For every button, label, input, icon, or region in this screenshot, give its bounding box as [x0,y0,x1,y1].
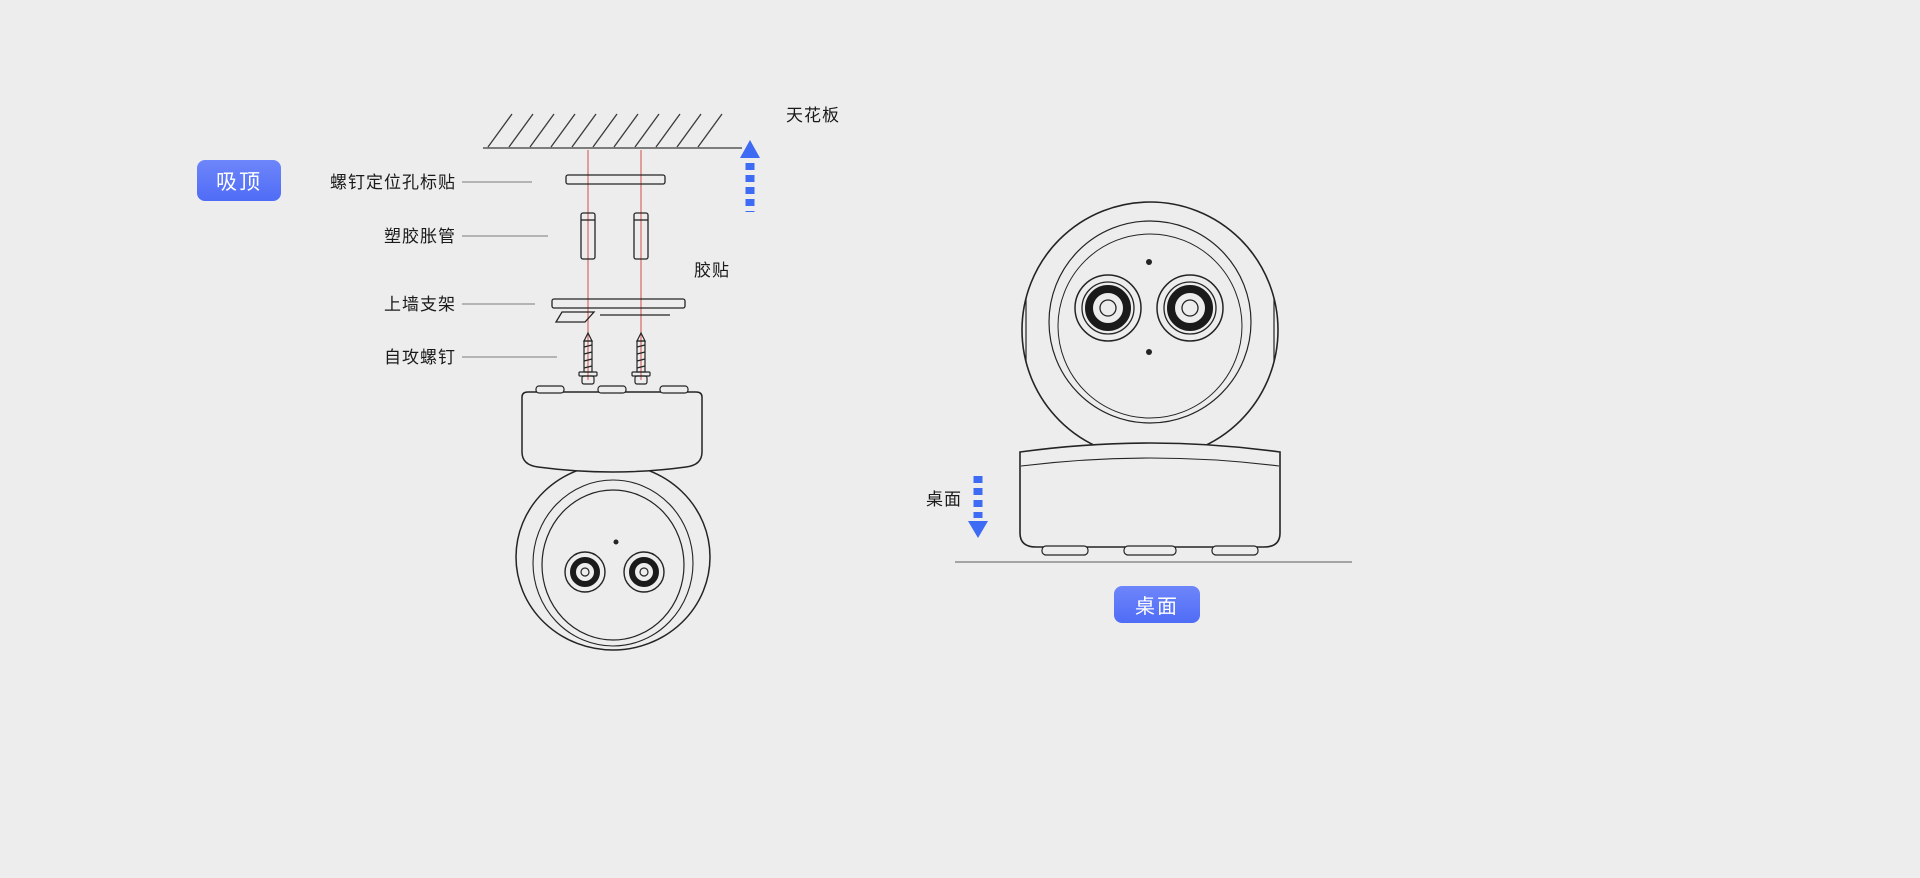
expansion-tube-label: 塑胶胀管 [384,227,456,246]
up-arrow-icon [740,140,760,212]
desktop-mount-badge: 桌面 [1114,586,1200,623]
camera-upright [1019,201,1281,556]
screw-positioning-sticker-shape [565,174,666,185]
expansion-tube-shapes [580,212,649,260]
ceiling-board-label: 天花板 [786,106,840,125]
wall-bracket-label: 上墙支架 [384,295,456,314]
camera-inverted [515,385,711,651]
desktop-surface-label: 桌面 [926,490,962,509]
ceiling-hatching-lines [483,113,742,149]
self-tapping-screw-shapes [578,331,651,385]
down-arrow-icon [968,476,988,538]
ceiling-mount-badge: 吸顶 [197,160,281,201]
self-tapping-screw-label: 自攻螺钉 [384,348,456,367]
screw-positioning-sticker-label: 螺钉定位孔标贴 [330,173,456,192]
alignment-guide-lines [587,150,642,380]
adhesive-sticker-label: 胶贴 [694,261,730,280]
label-leader-lines [462,181,557,358]
wall-bracket-shape [551,298,686,323]
